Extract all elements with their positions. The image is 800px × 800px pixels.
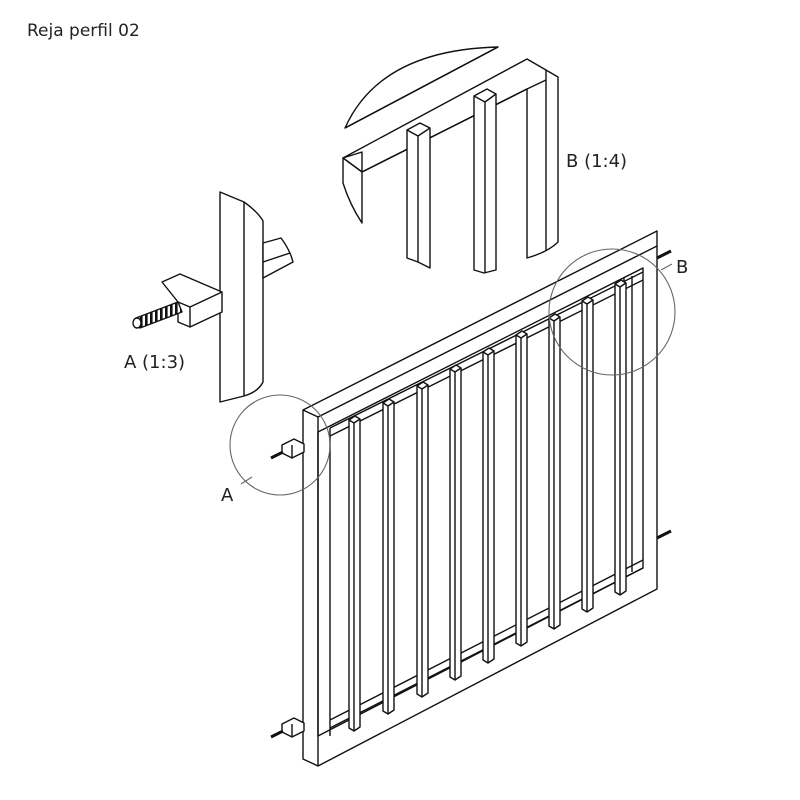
anchor-right-top bbox=[656, 249, 672, 260]
marker-b-label: B bbox=[676, 257, 689, 278]
detail-circle-a bbox=[229, 394, 331, 496]
anchor-left-bottom bbox=[270, 717, 305, 739]
detail-a-title: A (1:3) bbox=[124, 352, 186, 373]
anchor-left-top bbox=[270, 438, 305, 460]
page-title: Reja perfil 02 bbox=[27, 21, 140, 41]
gate bbox=[270, 230, 672, 767]
leader-a bbox=[240, 476, 253, 485]
leader-b bbox=[660, 263, 673, 271]
detail-b-title: B (1:4) bbox=[566, 151, 628, 172]
detail-circle-b bbox=[548, 248, 676, 376]
marker-a-label: A bbox=[221, 485, 234, 506]
detail-b-drawing bbox=[342, 46, 559, 274]
anchor-right-bottom bbox=[656, 529, 672, 540]
gate-bar-caps bbox=[348, 282, 627, 731]
detail-a-drawing bbox=[132, 191, 294, 403]
